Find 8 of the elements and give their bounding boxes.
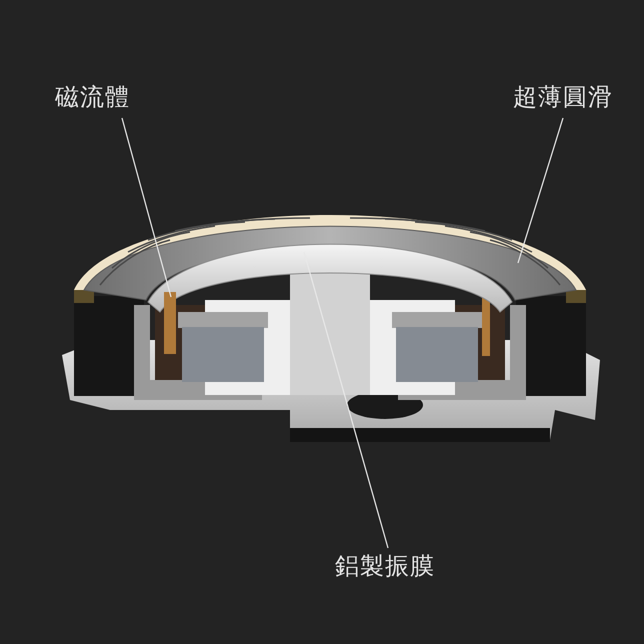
leader-line — [517, 118, 564, 264]
part-label: 鋁製振膜 — [335, 551, 435, 581]
part-label: 超薄圓滑 — [513, 82, 613, 112]
part-label: 磁流體 — [55, 82, 130, 112]
leader-line — [121, 118, 172, 298]
magnetic-fluid-ring — [164, 292, 176, 354]
diaphragm-dome — [148, 244, 512, 312]
surround-ring — [84, 217, 576, 300]
